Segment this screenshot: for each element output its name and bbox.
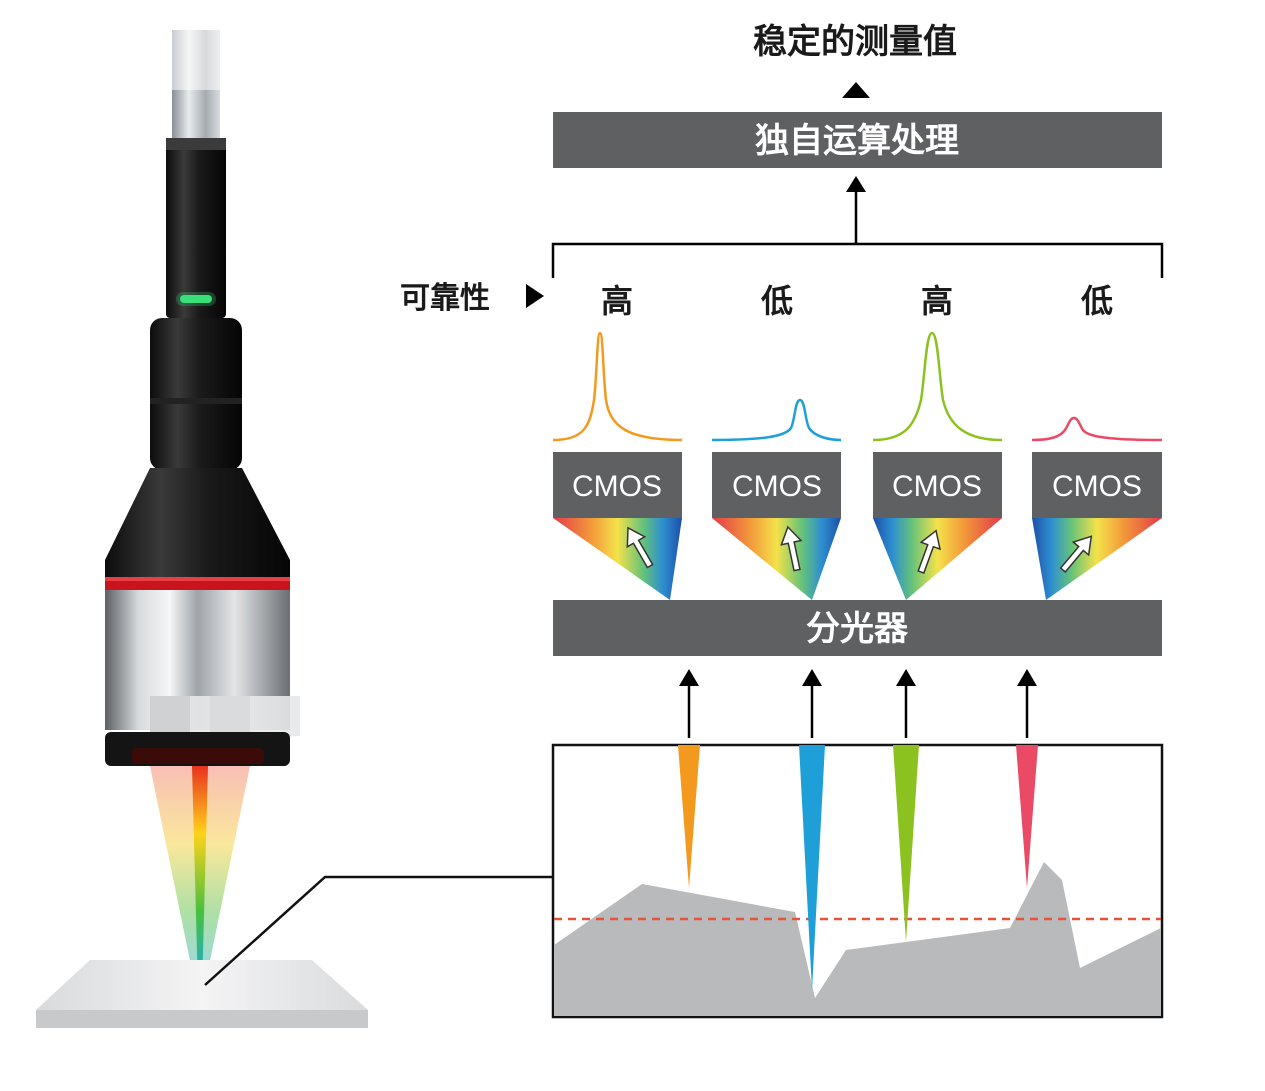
peak-curve-blue [711, 398, 842, 442]
cmos-sensor-3: CMOS [873, 452, 1002, 600]
output-arrow-icon [842, 82, 870, 98]
up-arrow-icon [802, 669, 822, 686]
focus-spike-orange [678, 745, 700, 888]
focus-spike-green [893, 745, 919, 942]
cable-connector [166, 138, 226, 318]
sensor-upper-body [150, 318, 242, 470]
cmos-label: CMOS [1052, 470, 1142, 503]
surface-zoom-view [551, 743, 1164, 1019]
light-direction-arrows [626, 525, 1093, 574]
cmos-label: CMOS [572, 470, 662, 503]
light-beam-core [192, 766, 208, 990]
hollow-arrow-icon [917, 529, 941, 574]
reliability-value-3: 高 [921, 282, 953, 320]
reliability-value-1: 高 [601, 282, 633, 320]
sensor-steel-head [105, 590, 290, 700]
status-led [180, 295, 212, 303]
cmos-label: CMOS [732, 470, 822, 503]
processing-label: 独自运算处理 [755, 121, 959, 161]
reliability-value-4: 低 [1081, 282, 1113, 320]
hollow-arrow-icon [780, 525, 803, 572]
peak-curve-green [872, 331, 1003, 442]
processing-box [553, 112, 1162, 168]
up-arrow-icon [1017, 669, 1037, 686]
target-plate [36, 960, 368, 1010]
cmos-sensor-2: CMOS [712, 452, 841, 600]
merge-bracket [551, 176, 1164, 278]
cmos-sensor-1: CMOS [553, 452, 682, 600]
reliability-arrow-icon [526, 284, 544, 308]
peak-curve-orange [552, 331, 683, 442]
sensor-cone [105, 468, 290, 580]
input-arrows [687, 684, 1029, 738]
hollow-arrow-icon [626, 526, 654, 569]
cmos-label: CMOS [892, 470, 982, 503]
reliability-label: 可靠性 [400, 281, 490, 316]
zoom-leader-line [204, 875, 553, 986]
splitter-box [553, 600, 1162, 656]
output-label: 稳定的测量值 [753, 22, 957, 62]
cmos-sensor-4: CMOS [1032, 452, 1162, 600]
up-arrow-icon [679, 669, 699, 686]
hollow-arrow-icon [1059, 535, 1093, 573]
sensor-illustration [36, 30, 553, 1028]
peak-curve-red [1031, 416, 1163, 442]
splitter-label: 分光器 [806, 609, 909, 649]
reliability-value-2: 低 [761, 282, 793, 320]
up-arrow-icon [896, 669, 916, 686]
focus-spike-blue [799, 745, 825, 990]
surface-profile [554, 862, 1161, 1016]
focus-spike-red [1016, 745, 1038, 888]
